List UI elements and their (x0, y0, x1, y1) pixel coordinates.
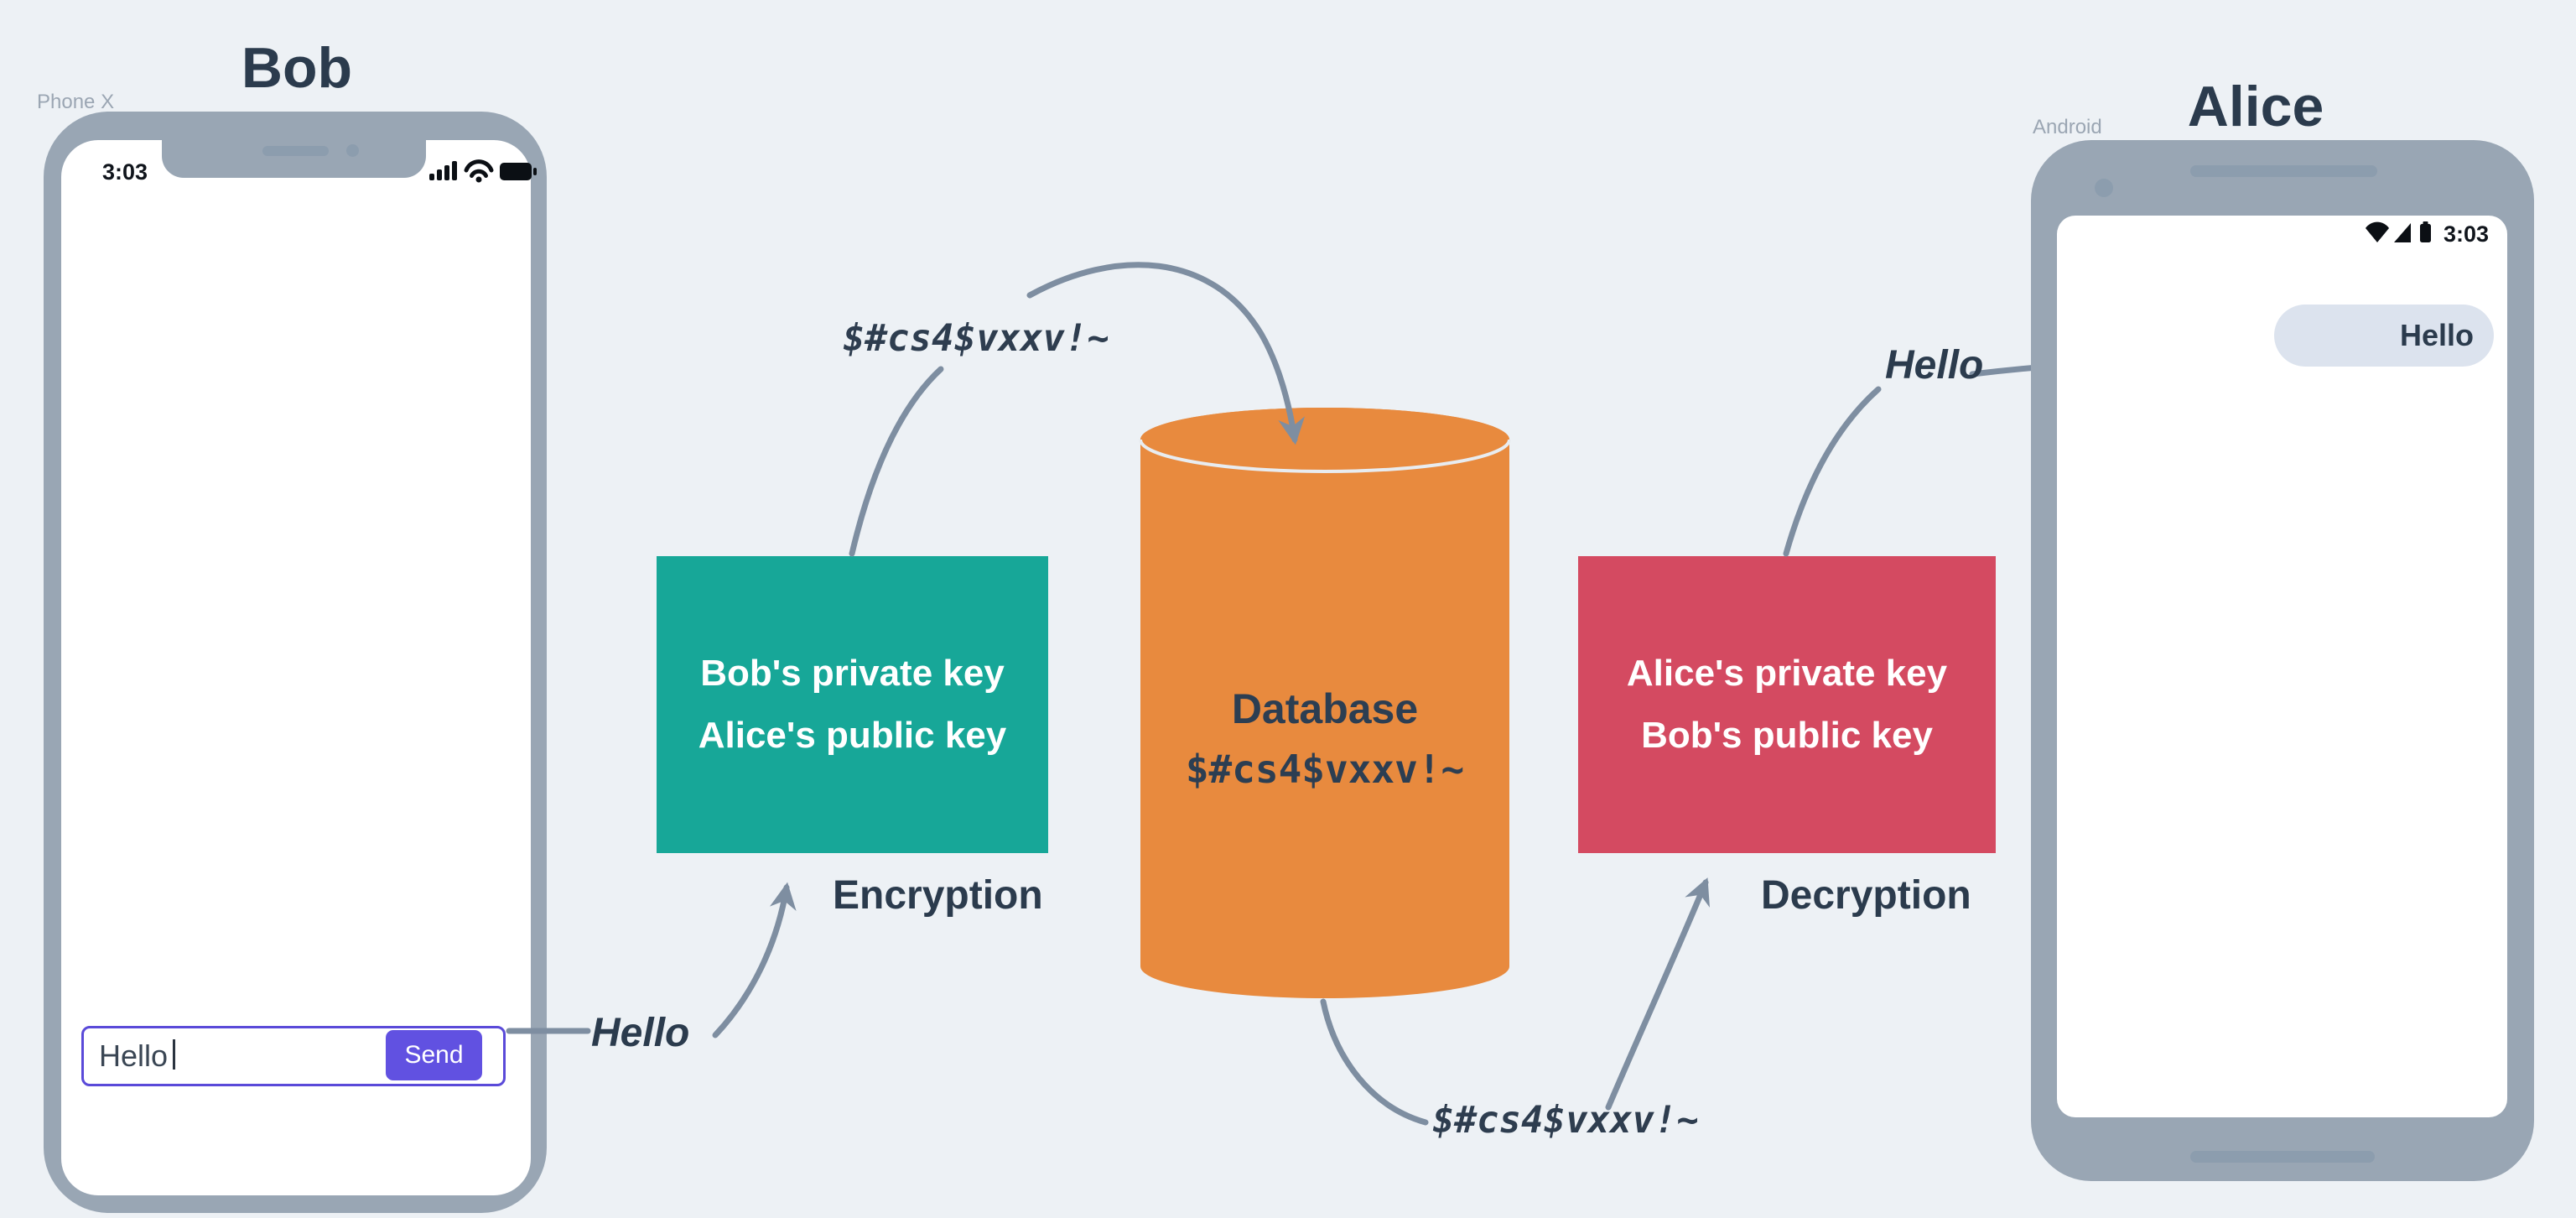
bob-phone-screen (61, 140, 531, 1195)
database-label: Database $#cs4$vxxv!~ (1140, 679, 1509, 800)
message-bubble: Hello (2274, 304, 2494, 367)
decryption-key-line1: Alice's private key (1626, 653, 1948, 694)
decryption-caption: Decryption (1761, 873, 1971, 918)
bob-status-time: 3:03 (102, 159, 148, 185)
alice-speaker-icon (2190, 165, 2377, 177)
decryption-key-line2: Bob's public key (1641, 715, 1933, 756)
database-title: Database (1231, 685, 1419, 732)
alice-camera-icon (2095, 179, 2113, 197)
arrow-database-to-cipher (1320, 998, 1429, 1126)
encryption-key-box: Bob's private key Alice's public key (657, 556, 1048, 853)
alice-bottom-speaker-icon (2190, 1151, 2375, 1163)
bob-device-label: Phone X (37, 91, 115, 113)
encryption-caption: Encryption (833, 873, 1043, 918)
arrow-hello-to-encryption (712, 882, 797, 1038)
bob-speaker-icon (262, 146, 329, 156)
ciphertext-label-top: $#cs4$vxxv!~ (843, 317, 1109, 360)
plaintext-label-alice: Hello (1885, 343, 1984, 388)
send-button[interactable]: Send (386, 1030, 482, 1080)
arrow-encryption-to-cipher (849, 366, 944, 557)
decryption-key-box: Alice's private key Bob's public key (1578, 556, 1996, 853)
ciphertext-label-bottom: $#cs4$vxxv!~ (1432, 1099, 1699, 1142)
bob-title: Bob (241, 36, 353, 100)
database-cipher-text: $#cs4$vxxv!~ (1185, 747, 1465, 792)
alice-device-label: Android (2033, 116, 2102, 138)
alice-title: Alice (2187, 75, 2324, 138)
encryption-key-line1: Bob's private key (700, 653, 1005, 694)
arrow-cipher-to-decryption (1605, 877, 1710, 1111)
bob-camera-icon (346, 144, 359, 157)
plaintext-label-bob: Hello (591, 1011, 690, 1055)
alice-status-time: 3:03 (2444, 221, 2490, 247)
arrow-decryption-to-hello (1783, 386, 1882, 557)
encryption-key-line2: Alice's public key (698, 715, 1007, 756)
text-caret (173, 1039, 175, 1070)
